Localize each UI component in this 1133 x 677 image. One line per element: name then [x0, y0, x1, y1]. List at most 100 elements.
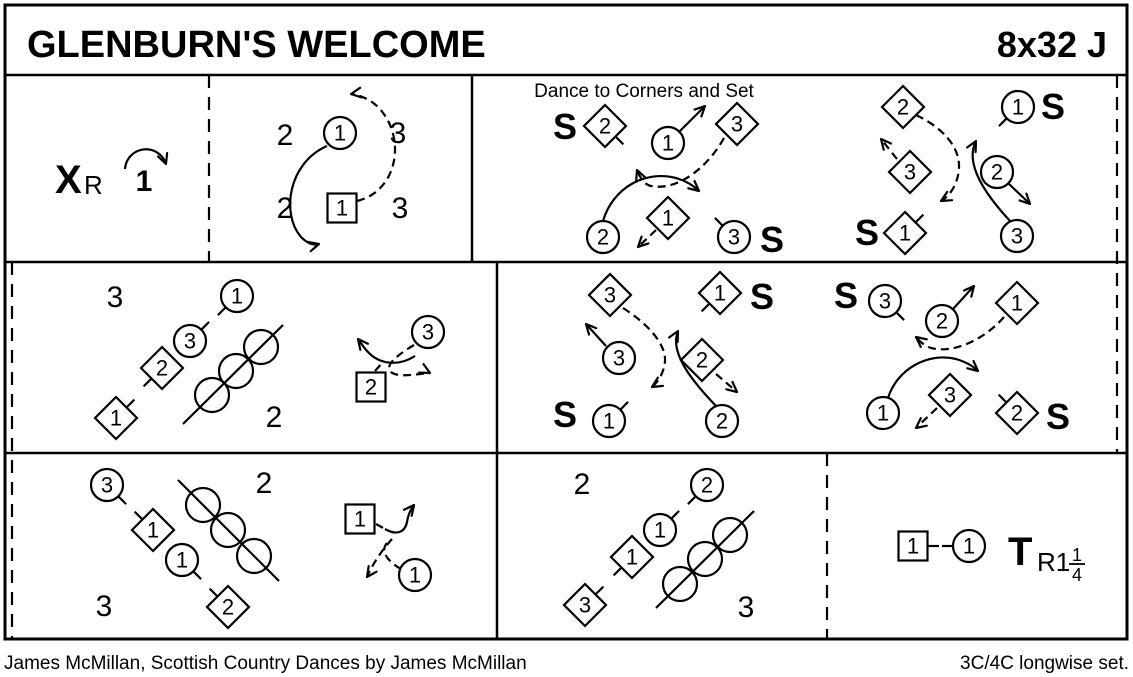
- dancer-number: 2: [897, 95, 909, 120]
- circle-shape: [716, 219, 752, 255]
- movement-path: [622, 307, 667, 388]
- allemande-circle: [217, 352, 255, 390]
- dancer-number: 1: [907, 534, 919, 559]
- dancer-diamond-3: 3: [714, 101, 760, 147]
- movement-path: [1008, 183, 1031, 205]
- dashed-movement-arrow: [622, 307, 667, 389]
- movement-path: [357, 338, 416, 364]
- set-symbol: S: [750, 276, 774, 317]
- dancer-circle-2: 2: [585, 219, 621, 255]
- dancer-circle-3: 3: [999, 218, 1035, 254]
- facing-tail: [594, 585, 605, 596]
- facing-tail: [700, 302, 711, 313]
- dancer-number: 1: [603, 409, 615, 434]
- dancer-number: 2: [701, 473, 713, 498]
- facing-tail: [714, 217, 724, 227]
- dancer-square-2: 2: [355, 371, 387, 403]
- allemande-circle: [184, 486, 222, 524]
- facing-tail: [200, 321, 210, 331]
- position-number: 3: [390, 117, 407, 150]
- circle-shape: [704, 403, 740, 439]
- square-shape: [326, 192, 358, 224]
- dancer-circle-3: 3: [410, 314, 446, 350]
- position-number: 3: [96, 590, 113, 623]
- set-symbol: S: [553, 106, 577, 147]
- movement-path: [915, 114, 961, 202]
- square-shape: [355, 371, 387, 403]
- dashed-movement-arrow: [715, 373, 739, 394]
- diamond-shape: [882, 210, 928, 256]
- dashed-movement-arrow: [388, 344, 432, 377]
- movement-path: [715, 373, 738, 393]
- dancer-diamond-1: 1: [130, 507, 176, 553]
- allemande-circle: [235, 537, 273, 575]
- arrow-head: [725, 380, 739, 394]
- position-number: 2: [256, 467, 273, 500]
- set-symbol: S: [1041, 86, 1065, 127]
- dancer-diamond-1: 1: [609, 534, 655, 580]
- figure-caption: Dance to Corners and Set: [534, 81, 754, 102]
- circle-shape: [601, 340, 637, 376]
- facing-tail: [612, 566, 623, 577]
- dashed-movement-arrow: [635, 137, 725, 188]
- dancer-diamond-2: 2: [880, 84, 926, 130]
- facing-tail: [208, 587, 219, 598]
- dancer-number: 2: [936, 309, 948, 334]
- dancer-circle-3: 3: [89, 467, 127, 505]
- dashed-movement-arrow: [914, 407, 938, 430]
- facing-tail: [117, 495, 127, 505]
- dancer-number: 1: [899, 221, 911, 246]
- dancer-diamond-1: 1: [93, 395, 139, 441]
- arrow-head: [417, 363, 432, 375]
- movement-path: [350, 92, 397, 203]
- set-symbol: S: [1046, 396, 1070, 437]
- dashed-movement-arrow: [879, 137, 898, 160]
- dancer-diamond-1: 1: [645, 195, 691, 241]
- allemande-symbol: [655, 510, 755, 609]
- solid-movement-arrow: [584, 322, 607, 347]
- dancer-diamond-3: 3: [927, 372, 973, 418]
- dancer-number: 3: [879, 289, 891, 314]
- circle-shape: [865, 395, 901, 431]
- circle-shape: [89, 467, 125, 503]
- dancer-number: 1: [409, 563, 421, 588]
- square-shape: [344, 503, 376, 535]
- arrow-head: [307, 240, 321, 253]
- arrow-head: [687, 179, 701, 193]
- dancer-number: 1: [654, 518, 666, 543]
- dancer-circle-3: 3: [714, 217, 752, 255]
- dancer-number: 1: [1011, 291, 1023, 316]
- dancer-square-1: 1: [326, 192, 358, 224]
- dancer-diamond-2: 2: [205, 584, 251, 630]
- dancer-circle-1: 1: [650, 125, 686, 161]
- dancer-circle-2: 2: [979, 154, 1015, 190]
- dance-type-code: 8x32 J: [997, 24, 1107, 65]
- allemande-circle: [711, 516, 749, 554]
- dancer-diamond-2: 2: [994, 390, 1040, 436]
- circle-shape: [219, 278, 255, 314]
- diamond-shape: [994, 390, 1040, 436]
- circle-shape: [642, 512, 678, 548]
- notation-subscript: R: [84, 170, 103, 200]
- arrow-head: [966, 359, 980, 373]
- dancer-number: 1: [147, 518, 159, 543]
- movement-path: [952, 285, 975, 310]
- movement-path: [679, 105, 706, 132]
- movement-path: [601, 174, 700, 222]
- set-type-label: 3C/4C longwise set.: [960, 653, 1129, 674]
- dancer-circle-1: 1: [217, 278, 255, 316]
- movement-path: [384, 504, 415, 534]
- square-shape: [897, 530, 929, 562]
- position-number: 2: [574, 468, 591, 501]
- fraction-numerator: 1: [1072, 545, 1082, 565]
- dancer-diamond-2: 2: [582, 103, 628, 149]
- dancer-number: 3: [1011, 224, 1023, 249]
- circle-shape: [397, 557, 433, 593]
- dancer-diamond-1: 1: [697, 270, 743, 316]
- facing-tail: [687, 495, 697, 505]
